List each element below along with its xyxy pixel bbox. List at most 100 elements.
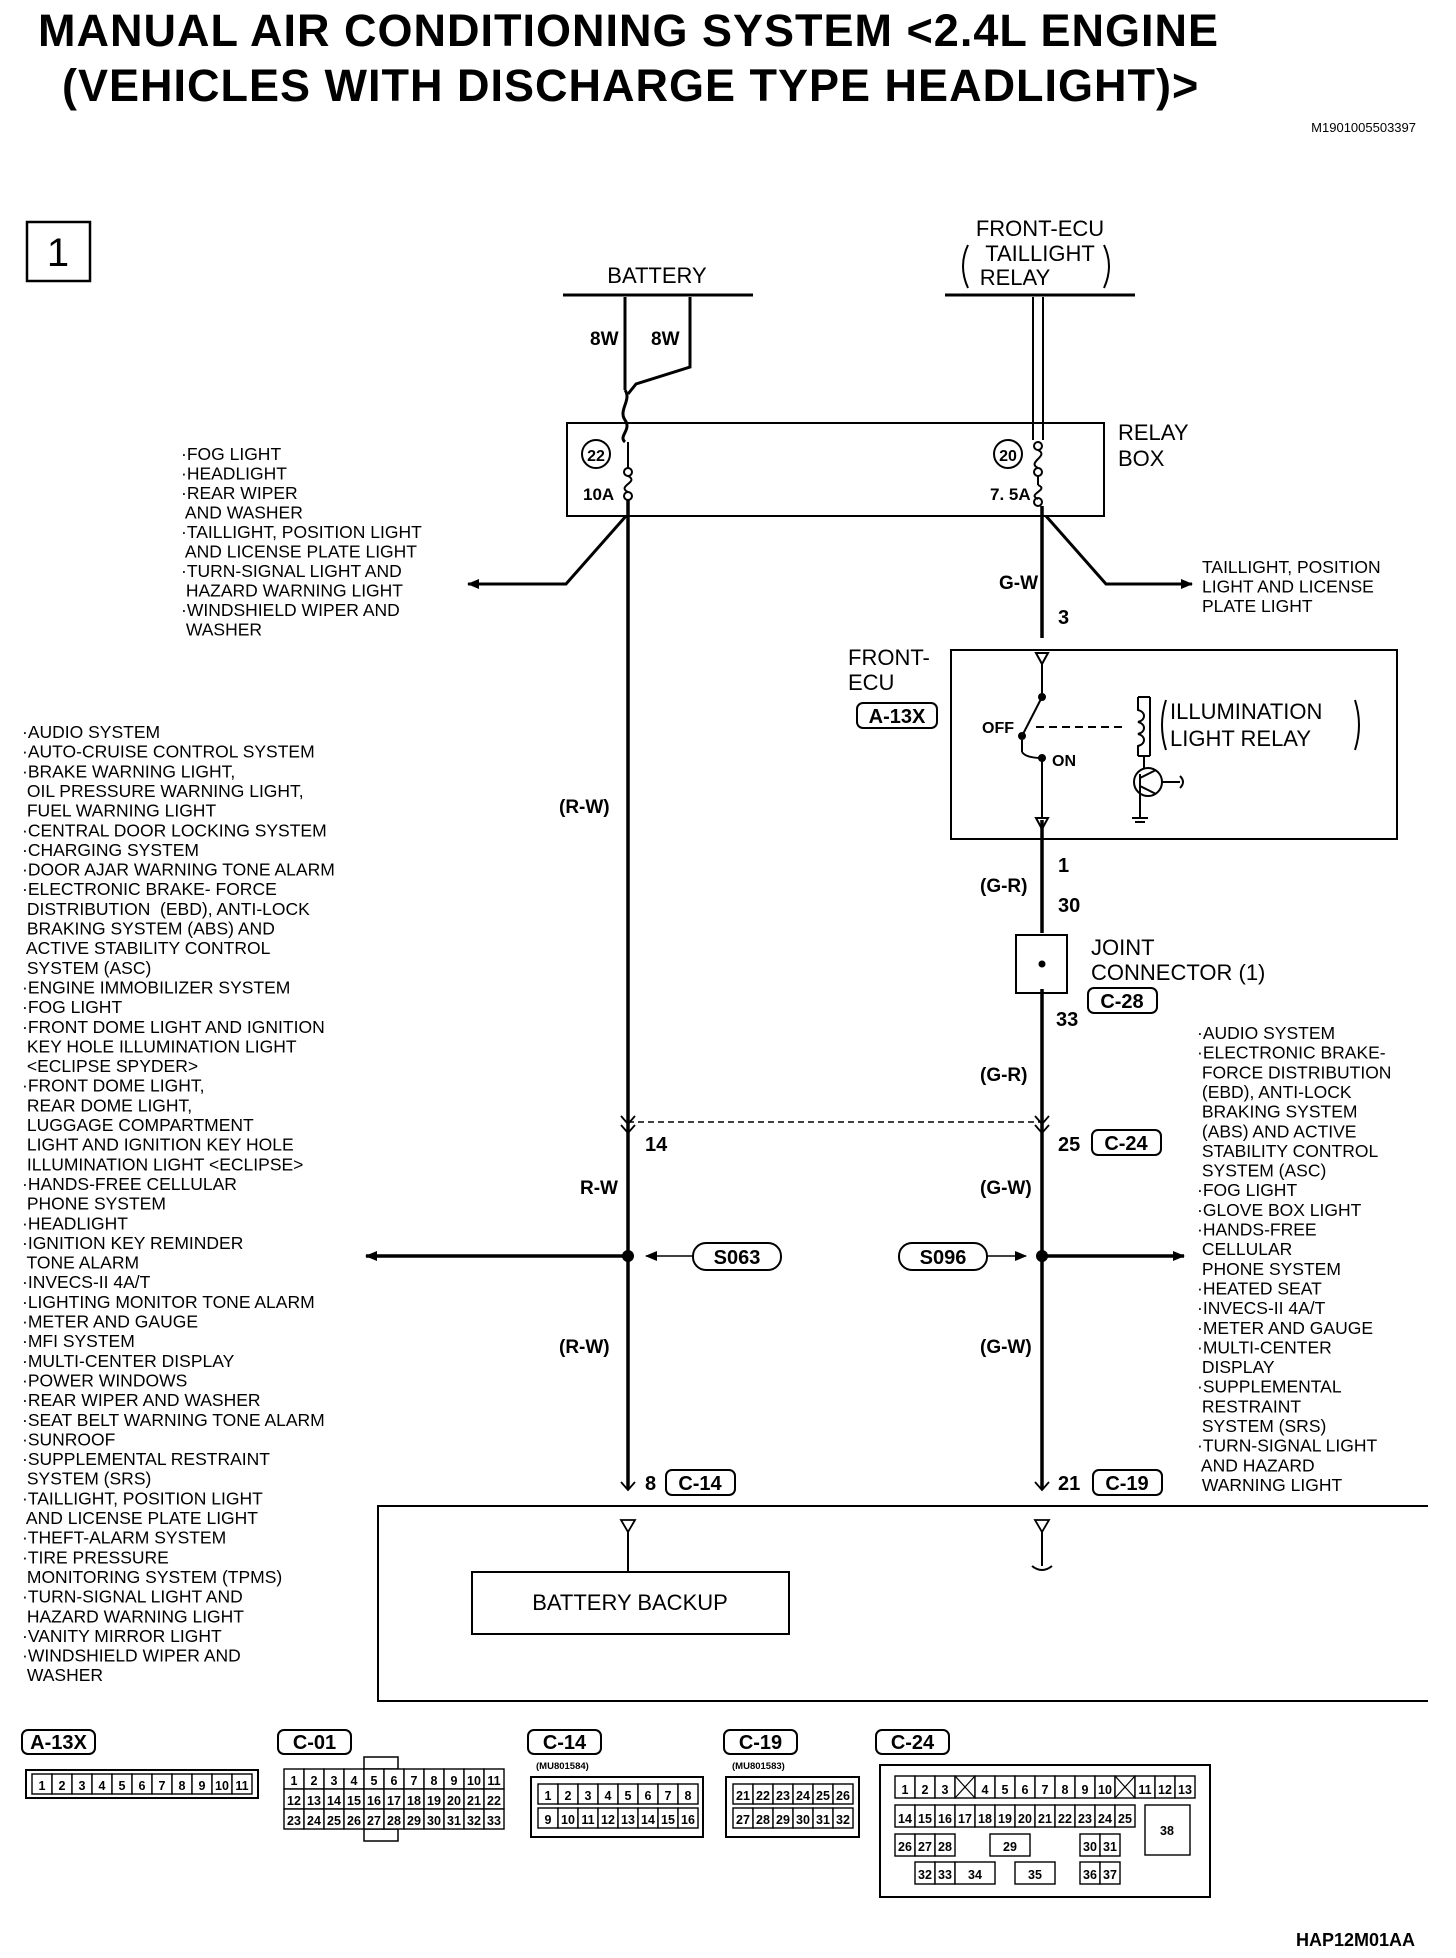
- joint-connector-label-2: CONNECTOR (1): [1091, 960, 1265, 985]
- list-item: ·SEAT BELT WARNING TONE ALARM: [22, 1410, 325, 1430]
- footer-code: HAP12M01AA: [1296, 1930, 1415, 1950]
- connector-cell: 24: [1098, 1812, 1112, 1826]
- list-item: ·METER AND GAUGE: [22, 1312, 198, 1332]
- connector-cell: 18: [407, 1794, 421, 1808]
- wire-label-g-r-upper: (G-R): [980, 876, 1027, 897]
- connector-cell: 11: [487, 1774, 500, 1788]
- connector-cell: 3: [79, 1779, 86, 1793]
- list-item: PHONE SYSTEM: [22, 1194, 166, 1214]
- svg-text:31: 31: [1103, 1840, 1117, 1854]
- list-item: (EBD), ANTI-LOCK: [1197, 1082, 1352, 1102]
- list-item: WARNING LIGHT: [1197, 1475, 1342, 1495]
- list-item: HAZARD WARNING LIGHT: [22, 1606, 244, 1626]
- fuse-20-badge: [993, 439, 1023, 469]
- connector-cell: 11: [581, 1813, 594, 1827]
- pin-1: 1: [1058, 855, 1069, 877]
- connector-cell: 16: [681, 1813, 695, 1827]
- connector-cell: 15: [347, 1794, 361, 1808]
- pin-14: 14: [645, 1134, 668, 1156]
- list-item: SYSTEM (ASC): [22, 958, 151, 978]
- connector-cell: 2: [311, 1774, 318, 1788]
- connector-cell: 9: [451, 1774, 458, 1788]
- splice-right-box: [898, 1242, 988, 1271]
- list-item: ·TAILLIGHT, POSITION LIGHT: [181, 522, 422, 542]
- connector-cell: 3: [585, 1789, 592, 1803]
- c14-tag: C-14: [678, 1473, 722, 1495]
- connector-cell: 32: [836, 1813, 850, 1827]
- svg-text:34: 34: [968, 1868, 982, 1882]
- list-item: DISTRIBUTION (EBD), ANTI-LOCK: [22, 899, 310, 919]
- connector-cell: 9: [1082, 1783, 1089, 1797]
- connector-cell: 20: [1018, 1812, 1032, 1826]
- list-item: ·MULTI-CENTER: [1197, 1337, 1332, 1357]
- pin-3: 3: [1058, 607, 1069, 629]
- svg-text:C-19: C-19: [739, 1732, 782, 1754]
- connector-cell: 23: [776, 1789, 790, 1803]
- list-item: ·TURN-SIGNAL LIGHT AND: [181, 561, 402, 581]
- svg-text:32: 32: [918, 1868, 932, 1882]
- relay-box-label-2: BOX: [1118, 446, 1165, 471]
- front-ecu-off-label: OFF: [982, 720, 1014, 737]
- svg-text:37: 37: [1103, 1868, 1117, 1882]
- connector-c19-tag: C-19: [723, 1729, 798, 1755]
- list-item: ·INVECS-II 4A/T: [1197, 1298, 1326, 1318]
- connector-cell: 31: [816, 1813, 830, 1827]
- connector-pin-symbols-upper: [620, 1115, 1050, 1135]
- front-ecu-label-1: FRONT-: [848, 645, 930, 670]
- list-item: ·REAR WIPER: [181, 483, 298, 503]
- connector-cell: 1: [39, 1779, 46, 1793]
- list-item: ·AUDIO SYSTEM: [1197, 1023, 1335, 1043]
- list-item: ·ENGINE IMMOBILIZER SYSTEM: [22, 977, 290, 997]
- list-item: ·VANITY MIRROR LIGHT: [22, 1626, 222, 1646]
- list-item: AND WASHER: [181, 503, 303, 523]
- connector-cell: 9: [199, 1779, 206, 1793]
- connector-cell: 25: [816, 1789, 830, 1803]
- list-item: AND LICENSE PLATE LIGHT: [181, 542, 417, 562]
- pin-21: 21: [1058, 1473, 1080, 1495]
- connector-cell: 19: [427, 1794, 441, 1808]
- list-item: ·SUPPLEMENTAL: [1197, 1377, 1342, 1397]
- svg-text:A-13X: A-13X: [30, 1732, 87, 1754]
- connector-cell: 7: [159, 1779, 166, 1793]
- illumination-relay-label-1: ILLUMINATION: [1170, 699, 1322, 724]
- list-item: ·WINDSHIELD WIPER AND: [181, 600, 400, 620]
- pin-25: 25: [1058, 1134, 1080, 1156]
- fuse-20-symbol: [1033, 441, 1043, 507]
- list-item: ·CENTRAL DOOR LOCKING SYSTEM: [22, 820, 327, 840]
- list-item: ·FRONT DOME LIGHT,: [22, 1076, 204, 1096]
- front-ecu-label-2: ECU: [848, 670, 894, 695]
- list-item: ·FOG LIGHT: [181, 444, 281, 464]
- fuse-20-rating: 7. 5A: [990, 485, 1031, 504]
- connector-c24-tag: C-24: [875, 1729, 950, 1755]
- connector-cell: 14: [898, 1812, 912, 1826]
- list-item: MONITORING SYSTEM (TPMS): [22, 1567, 282, 1587]
- connector-cell: 1: [902, 1783, 909, 1797]
- diagram-code: M1901005503397: [1311, 120, 1416, 135]
- battery-label: BATTERY: [607, 263, 707, 288]
- list-item: AND HAZARD: [1197, 1455, 1315, 1475]
- illumination-relay-bracket-left: [1161, 699, 1167, 751]
- list-item: REAR DOME LIGHT,: [22, 1095, 192, 1115]
- list-item: ·TAILLIGHT, POSITION LIGHT: [22, 1488, 263, 1508]
- list-item: ·INVECS-II 4A/T: [22, 1272, 151, 1292]
- connector-cell: 16: [367, 1794, 381, 1808]
- wire-label-g-w-mid: (G-W): [980, 1178, 1032, 1199]
- front-ecu-box: [950, 649, 1398, 840]
- connector-cell: 28: [387, 1814, 401, 1828]
- connector-cell: 19: [998, 1812, 1012, 1826]
- c19-tag-box: [1092, 1469, 1163, 1496]
- connector-cell: 6: [139, 1779, 146, 1793]
- connector-cell: 8: [1062, 1783, 1069, 1797]
- connector-c14-part: (MU801584): [536, 1761, 589, 1772]
- battery-wire-left-label: 8W: [590, 329, 619, 350]
- connector-cell: 2: [922, 1783, 929, 1797]
- joint-connector-dot: [1038, 960, 1046, 968]
- connector-cell: 1: [291, 1774, 298, 1788]
- connector-cell: 24: [307, 1814, 321, 1828]
- c24-tag-box: [1091, 1129, 1162, 1156]
